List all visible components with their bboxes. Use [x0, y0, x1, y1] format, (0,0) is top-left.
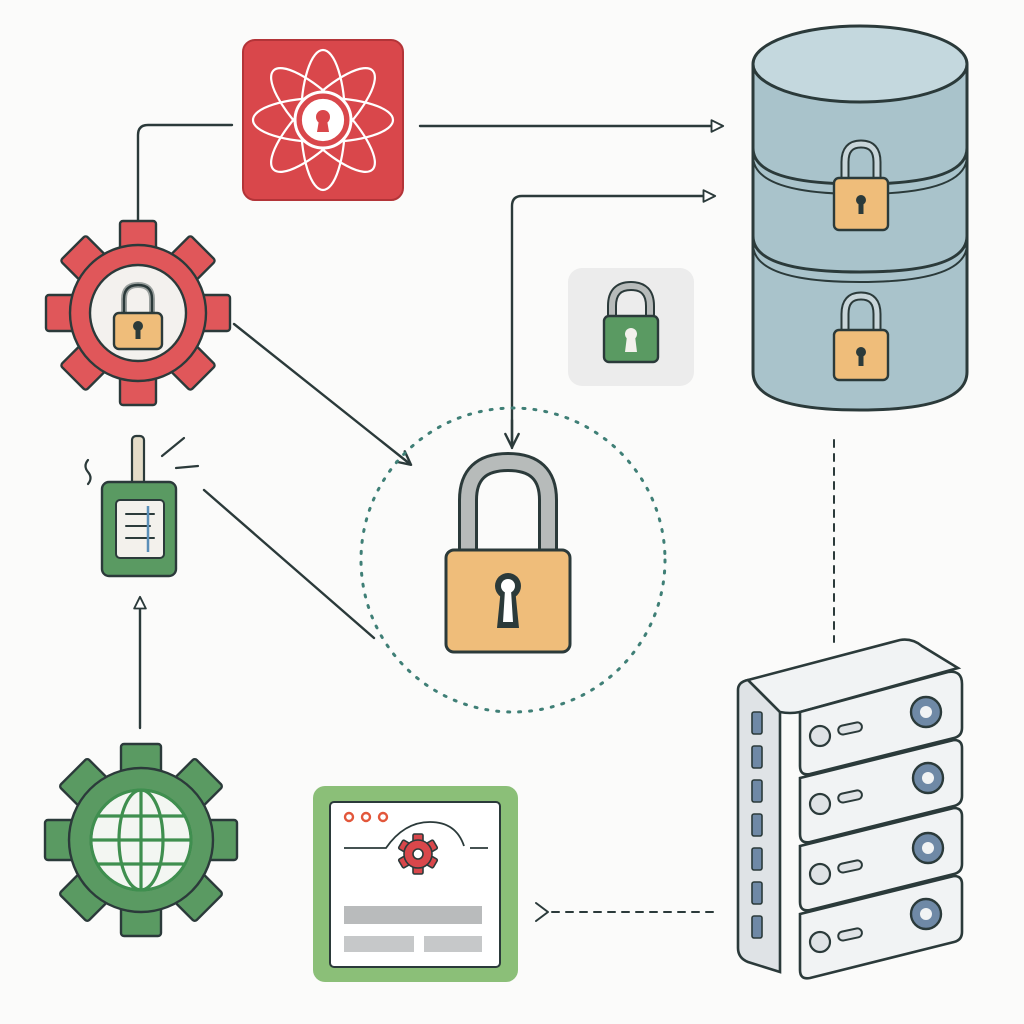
token-antenna: [130, 434, 146, 488]
server-unit-2: [798, 738, 964, 844]
window-bar-wide: [344, 906, 482, 924]
window-body: [329, 801, 501, 968]
database-icon: [751, 24, 969, 412]
server-unit-3: [798, 806, 964, 912]
database-lock-top: [832, 139, 890, 232]
connector-window-arrowhead: [535, 902, 549, 922]
server-rack: [736, 638, 964, 980]
hardware-token: [84, 434, 200, 578]
security-settings-gear: [44, 219, 232, 407]
server-icon: [736, 638, 962, 974]
encryption-key-tile: [242, 39, 404, 201]
database-lock-bottom: [832, 291, 890, 382]
connector-padlock-to-database: [510, 189, 717, 450]
server-unit-1: [798, 670, 964, 776]
keyhole-flower-icon: [251, 48, 395, 192]
server-unit-4: [798, 874, 964, 980]
connector-gear-to-padlock: [232, 322, 413, 467]
small-green-lock: [568, 268, 694, 386]
signal-lines: [84, 436, 200, 486]
globe-icon: [89, 788, 193, 892]
padlock-icon: [444, 451, 572, 654]
central-padlock: [359, 406, 667, 714]
connectors: [133, 119, 835, 922]
encrypted-database: [751, 24, 969, 412]
window-bar-right: [424, 936, 482, 952]
token-screen: [115, 499, 165, 559]
padlock-icon: [602, 280, 660, 364]
padlock-icon: [112, 281, 164, 351]
connector-gear-to-key-tile: [136, 123, 234, 224]
gear-icon: [397, 833, 439, 875]
dotted-boundary: [359, 406, 667, 714]
window-dots: [343, 811, 389, 823]
network-gear: [43, 742, 239, 938]
window-bar-left: [344, 936, 414, 952]
connector-token-to-padlock: [202, 488, 376, 640]
config-window: [313, 786, 518, 982]
